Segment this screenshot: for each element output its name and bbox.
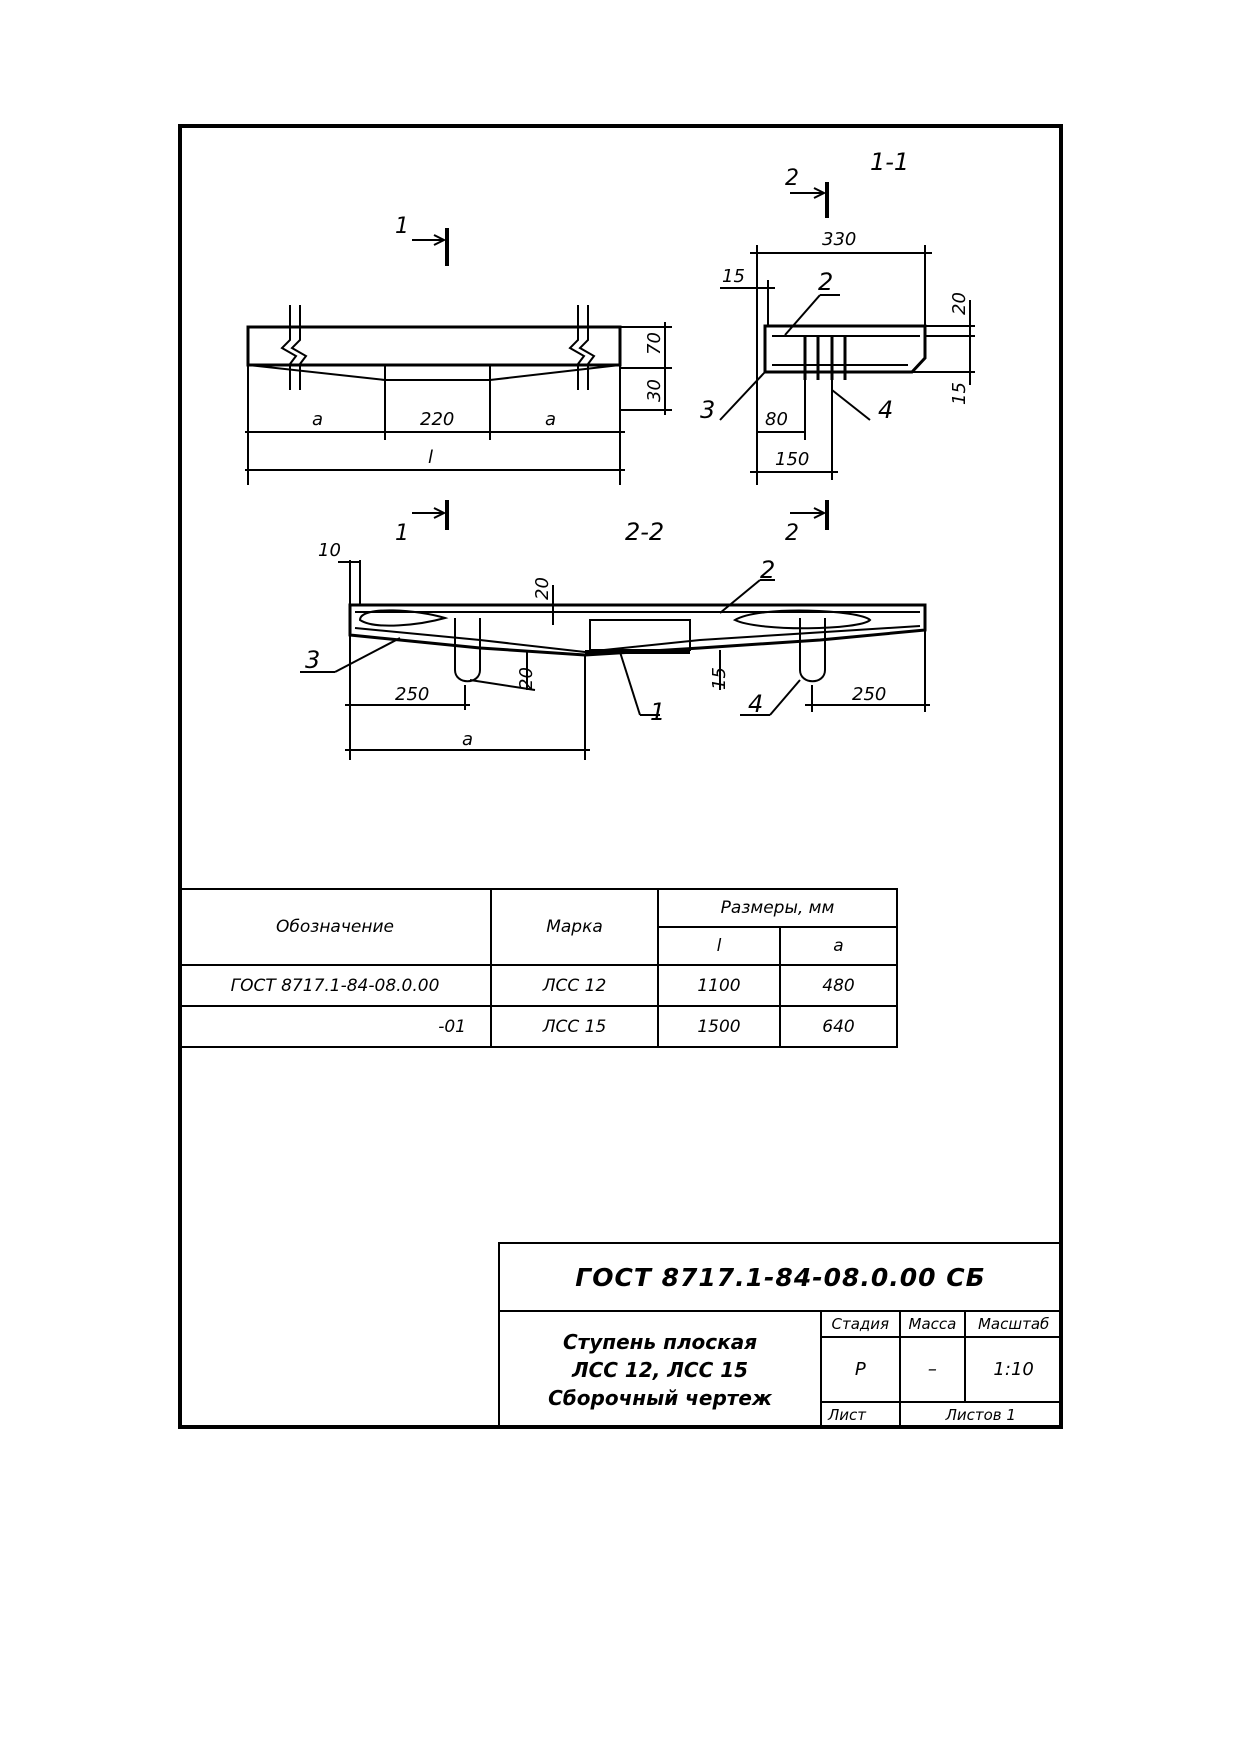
plan-dim-70: 70 [644,332,665,355]
section-2-2-title: 2-2 [625,518,664,546]
plan-dim-l: l [428,447,433,468]
plan-view [245,228,672,530]
row-designation: -01 [178,1005,492,1048]
sec11-pos-2: 2 [818,268,833,296]
plan-dim-a-right: a [545,409,556,430]
plan-dim-a-left: a [312,409,323,430]
stage-value: Р [820,1336,901,1403]
mass-value: – [898,1336,967,1403]
cut-mark-2-top: 2 [785,166,799,191]
sheet-label: Лист [820,1401,901,1429]
sec11-dim-330: 330 [822,229,856,250]
row-l: 1500 [657,1005,781,1048]
sec11-dim-80: 80 [765,409,788,430]
sec22-dim-a: a [462,729,473,750]
sec22-dim-15: 15 [709,667,730,690]
sec22-pos-1: 1 [650,698,665,726]
section-1-1 [719,182,975,530]
header-sizes: Размеры, мм [657,888,898,928]
row-l: 1100 [657,964,781,1007]
header-designation: Обозначение [178,888,492,966]
sheets-label: Листов 1 [898,1401,1064,1429]
section-2-2 [300,560,930,760]
row-a: 480 [779,964,898,1007]
sec22-dim-250-right: 250 [852,684,886,705]
header-l: l [657,926,781,966]
sec22-pos-3: 3 [305,646,320,674]
table-row: -01 ЛСС 15 1500 640 [178,1005,898,1048]
section-1-1-title: 1-1 [870,148,909,176]
document-code: ГОСТ 8717.1-84-08.0.00 СБ [498,1242,1063,1312]
sec22-dim-250-left: 250 [395,684,429,705]
cut-mark-2-bottom: 2 [785,521,799,546]
stage-label: Стадия [820,1310,901,1338]
plan-dim-220: 220 [420,409,454,430]
row-mark: ЛСС 12 [490,964,659,1007]
title-block: ГОСТ 8717.1-84-08.0.00 СБ Ступень плоска… [498,1242,1064,1429]
sec22-dim-10: 10 [318,540,341,561]
title-line-3: Сборочный чертеж [548,1385,772,1410]
scale-value: 1:10 [964,1336,1063,1403]
table-row: ГОСТ 8717.1-84-08.0.00 ЛСС 12 1100 480 [178,964,898,1007]
document-title: Ступень плоская ЛСС 12, ЛСС 15 Сборочный… [498,1310,822,1429]
row-designation: ГОСТ 8717.1-84-08.0.00 [178,964,492,1007]
title-line-1: Ступень плоская [562,1329,758,1354]
cut-mark-1-bottom: 1 [395,521,409,546]
sec22-dim-20b: 20 [516,667,537,690]
sec11-dim-150: 150 [775,449,809,470]
row-mark: ЛСС 15 [490,1005,659,1048]
sec11-dim-15b: 15 [949,382,970,405]
specification-table: Обозначение Марка Размеры, мм l a ГОСТ 8… [178,888,898,1048]
sec11-dim-15: 15 [722,266,745,287]
sec11-pos-3: 3 [700,396,715,424]
mass-label: Масса [898,1310,967,1338]
title-line-2: ЛСС 12, ЛСС 15 [571,1357,749,1382]
sec11-pos-4: 4 [878,396,893,424]
sec11-dim-20: 20 [949,292,970,315]
plan-dim-30: 30 [644,379,665,402]
sec22-dim-20a: 20 [532,577,553,600]
sec22-pos-4: 4 [748,690,763,718]
cut-mark-1-top: 1 [395,214,409,239]
header-mark: Марка [490,888,659,966]
header-a: a [779,926,898,966]
sec22-pos-2: 2 [760,556,775,584]
row-a: 640 [779,1005,898,1048]
scale-label: Масштаб [964,1310,1063,1338]
